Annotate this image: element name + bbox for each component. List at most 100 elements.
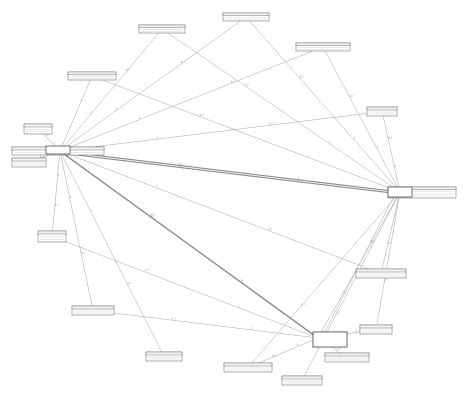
multiplicity-label: 1 [241,279,243,282]
class-node[interactable] [366,106,398,117]
multiplicity-label: 0..* [371,240,376,243]
hub-class-box[interactable] [387,186,413,198]
association-edge [51,150,61,237]
multiplicity-label: 0..* [273,354,278,357]
class-header [359,324,393,329]
edges-layer [28,16,401,381]
association-edge [301,191,401,381]
multiplicity-label: 0..* [269,123,274,126]
multiplicity-label: 1 [393,230,395,233]
multiplicity-label: 1 [329,140,331,143]
association-edge [59,111,383,152]
multiplicity-label: 0..* [55,204,60,207]
class-header [324,352,370,357]
association-edge [247,191,401,368]
multiplicity-label: 0..* [82,252,87,255]
multiplicity-label: 1 [344,291,346,294]
class-node[interactable] [71,305,115,316]
class-node[interactable] [37,230,67,243]
association-edge [322,46,401,193]
multiplicity-label: 0..* [337,348,342,351]
multiplicity-label: 1 [298,179,300,182]
multiplicity-label: 0..* [200,114,205,117]
multiplicity-label: 1 [156,185,158,188]
class-node[interactable] [355,268,407,279]
association-edge [92,310,319,339]
association-edge [59,28,163,152]
class-node[interactable] [281,375,323,386]
multiplicity-label: 1 [91,210,93,213]
association-edge [59,152,401,195]
hub-class-box[interactable] [45,145,71,155]
class-node[interactable] [359,324,393,335]
association-edge [59,150,94,311]
multiplicity-label: 1 [308,154,310,157]
association-edge [161,28,401,193]
multiplicity-label: 1 [70,196,72,199]
multiplicity-label: 1 [377,146,379,149]
multiplicity-label: 1 [58,174,60,177]
class-node[interactable] [295,42,351,52]
class-node[interactable] [138,24,186,34]
multiplicity-label: 0..* [179,165,184,168]
class-header [23,123,53,128]
association-edge [59,46,324,152]
multiplicity-label: 1 [251,327,253,330]
multiplicity-label: 0..* [128,282,133,285]
multiplicity-label: 0..* [179,163,184,166]
multiplicity-label: 0..* [388,137,393,140]
class-node[interactable] [11,157,47,168]
class-node[interactable] [145,351,183,362]
multiplicity-label: 0..* [384,279,389,282]
multiplicity-label: 1 [297,344,299,347]
multiplicity-label: 0..* [356,330,361,333]
association-edge [51,236,319,339]
multiplicity-label: 1 [298,177,300,180]
class-node[interactable] [23,123,53,135]
multiplicity-label: 0..* [181,61,186,64]
class-header [281,375,323,380]
multiplicity-label: 0..* [300,76,305,79]
association-edge [375,191,401,330]
class-header [222,12,270,16]
class-header [37,230,67,235]
multiplicity-label: 0..* [370,240,375,243]
class-node[interactable] [324,352,370,363]
class-node[interactable] [223,362,273,373]
association-edge [381,111,401,193]
multiplicity-label: 1 [354,137,356,140]
multiplicity-label: 1 [354,242,356,245]
association-edge [245,16,401,193]
multiplicity-label: 1 [139,117,141,120]
multiplicity-label: 1 [70,126,72,129]
association-edge [59,150,165,357]
class-header [71,305,115,310]
association-edge [59,150,382,274]
class-node[interactable] [222,12,270,22]
class-header [295,42,351,46]
multiplicity-label: 0..* [388,242,393,245]
multiplicity-label: 0..* [172,317,177,320]
association-edge [59,150,401,193]
multiplicity-label: 0..* [126,69,131,72]
multiplicity-label: 1 [116,108,118,111]
multiplicity-label: 0..* [350,95,355,98]
class-header [223,362,273,367]
class-node[interactable] [67,71,117,81]
association-edge [91,75,401,193]
multiplicity-label: 0..* [46,134,51,137]
multiplicity-label: 0..* [336,312,341,315]
multiplicity-label: 0..* [151,215,156,218]
class-header [138,24,186,28]
class-header [67,71,117,75]
association-edge [59,16,247,152]
edge-labels-layer: 0..* 1 0..* 1 0..* 1 0..* 1 0..* 1 0..* 1 0..* 1 0..* 1… [40,61,397,357]
association-edge [59,75,93,152]
hub-class-box[interactable] [312,331,348,348]
multiplicity-label: 0..* [245,83,250,86]
multiplicity-label: 1 [242,280,244,283]
multiplicity-label: 1 [343,291,345,294]
multiplicity-label: 0..* [301,303,306,306]
